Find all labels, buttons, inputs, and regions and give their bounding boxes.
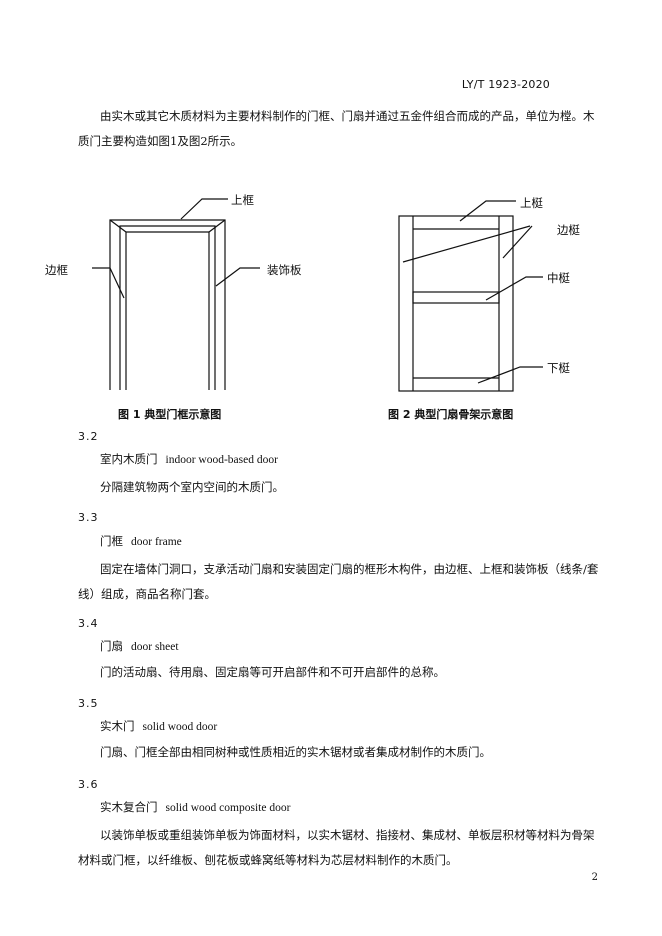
term-heading: 门框 door frame [100, 533, 182, 549]
clause-number: 3.3 [78, 511, 99, 524]
page-number: 2 [591, 872, 598, 883]
intro-text: 由实木或其它木质材料为主要材料制作的门框、门扇并通过五金件组合而成的产品，单位为… [78, 109, 595, 148]
term-zh: 实木复合门 [100, 800, 158, 814]
definition-text: 门扇、门框全部由相同树种或性质相近的实木锯材或者集成材制作的木质门。 [100, 745, 491, 759]
term-heading: 室内木质门 indoor wood-based door [100, 451, 278, 467]
label-top-frame: 上框 [231, 193, 254, 207]
figure2-door-leaf [398, 200, 543, 392]
term-zh: 实木门 [100, 719, 135, 733]
term-en: solid wood door [142, 721, 218, 733]
term-en: solid wood composite door [165, 802, 291, 814]
term-heading: 门扇 door sheet [100, 638, 179, 654]
term-zh: 门扇 [100, 639, 123, 653]
definition-text: 固定在墙体门洞口，支承活动门扇和安装固定门扇的框形木构件，由边框、上框和装饰板（… [78, 562, 599, 601]
term-heading: 实木复合门 solid wood composite door [100, 799, 290, 815]
definition-paragraph: 门的活动扇、待用扇、固定扇等可开启部件和不可开启部件的总称。 [78, 660, 600, 685]
clause-number: 3.4 [78, 617, 99, 630]
definition-paragraph: 分隔建筑物两个室内空间的木质门。 [78, 475, 600, 500]
intro-paragraph: 由实木或其它木质材料为主要材料制作的门框、门扇并通过五金件组合而成的产品，单位为… [78, 104, 600, 154]
term-en: door sheet [131, 641, 179, 653]
definition-paragraph: 门扇、门框全部由相同树种或性质相近的实木锯材或者集成材制作的木质门。 [78, 740, 600, 765]
definition-text: 以装饰单板或重组装饰单板为饰面材料，以实木锯材、指接材、集成材、单板层积材等材料… [78, 828, 595, 867]
term-en: door frame [131, 536, 182, 548]
clause-number: 3.5 [78, 697, 99, 710]
clause-number: 3.2 [78, 430, 99, 443]
term-en: indoor wood-based door [165, 454, 278, 466]
figure1-caption: 图 1 典型门框示意图 [118, 408, 222, 421]
term-heading: 实木门 solid wood door [100, 718, 217, 734]
definition-text: 分隔建筑物两个室内空间的木质门。 [100, 480, 284, 494]
figures-drawing [92, 198, 543, 392]
label-middle-rail: 中梃 [547, 271, 570, 285]
label-top-rail: 上梃 [520, 196, 543, 210]
figure1-door-frame [92, 198, 260, 390]
definition-paragraph: 以装饰单板或重组装饰单板为饰面材料，以实木锯材、指接材、集成材、单板层积材等材料… [78, 823, 600, 873]
definition-paragraph: 固定在墙体门洞口，支承活动门扇和安装固定门扇的框形木构件，由边框、上框和装饰板（… [78, 557, 600, 607]
clause-number: 3.6 [78, 778, 99, 791]
label-side-frame: 边框 [45, 263, 68, 277]
standard-number: LY/T 1923-2020 [461, 78, 550, 91]
term-zh: 门框 [100, 534, 123, 548]
definition-text: 门的活动扇、待用扇、固定扇等可开启部件和不可开启部件的总称。 [100, 665, 445, 679]
label-stile: 边梃 [557, 223, 580, 237]
label-bottom-rail: 下梃 [547, 361, 570, 375]
term-zh: 室内木质门 [100, 452, 158, 466]
label-trim-board: 装饰板 [267, 263, 302, 277]
figure2-caption: 图 2 典型门扇骨架示意图 [388, 408, 514, 421]
